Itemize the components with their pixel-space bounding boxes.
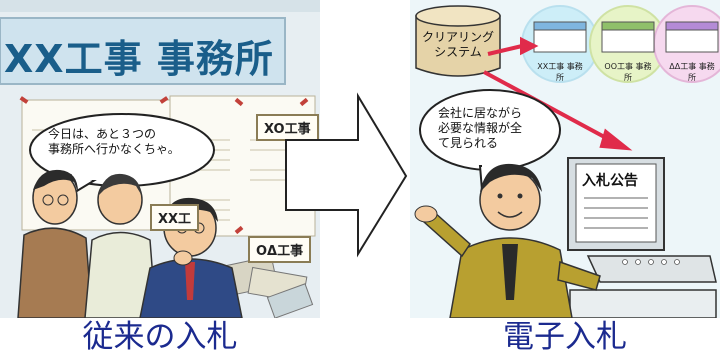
bid-notice-title: 入札公告 [582,173,638,189]
office-label: XX工事 事務所 [537,62,583,82]
electronic-bidding-illustration: クリアリング システム XX工事 事務所 OO工事 事務所 ΔΔ工事 事務所 会… [410,0,720,318]
speech-bubble-text: 今日は、あと３つの 事務所へ行かなくちゃ。 [48,127,180,156]
electronic-scene-graphic [410,0,720,318]
office-label: ΔΔ工事 事務所 [669,62,715,82]
traditional-bidding-caption: 従来の入札 [82,319,238,355]
office-label: OO工事 事務所 [604,62,652,82]
office-sign: OΔ工事 [248,236,312,263]
electronic-bidding-caption: 電子入札 [503,319,627,355]
clearing-system-label: クリアリング システム [421,30,494,59]
speech-bubble-text: 会社に居ながら 必要な情報が全 て見られる [438,106,523,150]
office-sign: XX工 [150,204,200,231]
office-banner-title: XX工事 事務所 [4,37,274,81]
traditional-bidding-illustration: XX工事 事務所 XO工事 XX工 OΔ工事 今日は、あと３つの 事務所へ行かな… [0,0,320,318]
transition-arrow-icon [285,92,408,258]
